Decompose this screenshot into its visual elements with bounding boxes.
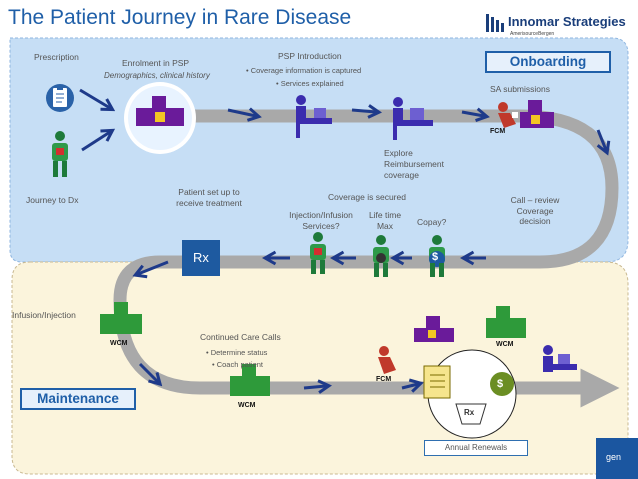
explore-label-line1: Explore	[384, 148, 413, 158]
lifetime-line1: Life time	[368, 210, 402, 220]
maintenance-area	[11, 261, 629, 475]
arrow-infusion-to-wcm	[138, 362, 163, 387]
call-review-line3: decision	[519, 216, 551, 227]
continued-bullet-1-text: Determine status	[210, 348, 268, 357]
psp-intro-label: PSP Introduction	[278, 51, 342, 61]
patient-person-icon	[52, 131, 68, 177]
sa-submissions-label: SA submissions	[490, 84, 550, 94]
injection-services-line1: Injection/Infusion	[289, 210, 353, 220]
sa-desk-icon	[520, 100, 554, 128]
arrow-fcm-to-renew	[401, 378, 424, 393]
onboarding-label: Onboarding	[485, 51, 611, 73]
wcm-desk-icon-renewal	[486, 306, 526, 338]
money-bag-dollar: $	[497, 378, 504, 390]
wcm-badge-infusion: WCM	[110, 340, 128, 347]
psp-intro-bullet-2: • Services explained	[276, 79, 344, 88]
call-review-line2: Coverage	[516, 205, 554, 216]
explore-label-line2: Reimbursement	[384, 159, 444, 169]
continued-bullet-2-text: Coach patient	[216, 360, 264, 369]
fcm-icon-maintenance	[378, 346, 396, 374]
psp-intro-bullet-1: • Coverage information is captured	[246, 66, 362, 75]
arrow-rx-to-enrol	[79, 88, 116, 112]
arrow-explore-to-sa	[461, 107, 490, 122]
wcm-desk-icon-continued	[230, 364, 270, 396]
arrow-sa-to-call	[596, 129, 611, 156]
arrow-wcm-to-fcm	[303, 379, 332, 394]
injection-services-line2: Services?	[302, 220, 340, 231]
wcm-badge-continued: WCM	[238, 402, 256, 409]
prescription-label: Prescription	[34, 52, 79, 62]
fcm-icon-onboarding	[498, 102, 518, 128]
call-review-line1: Call – review	[510, 195, 560, 205]
continued-care-bullet-2: • Coach patient	[212, 360, 264, 369]
person-at-desk-icon-3	[543, 345, 577, 372]
fcm-badge-onboarding: FCM	[490, 128, 506, 135]
continued-care-label: Continued Care Calls	[200, 332, 281, 342]
wcm-badge-renewal: WCM	[496, 341, 514, 348]
arrow-enrol-to-intro	[227, 107, 262, 122]
lifetime-line2: Max	[376, 220, 394, 231]
psp-bullet-1-text: Coverage information is captured	[250, 66, 362, 75]
logo-mark-icon	[486, 14, 504, 32]
maintenance-label: Maintenance	[20, 388, 136, 410]
logo-name: Innomar Strategies	[508, 14, 626, 29]
rx-box: Rx	[182, 240, 220, 276]
continued-care-bullet-1: • Determine status	[206, 348, 268, 357]
corner-band	[596, 438, 638, 479]
corner-text: gen	[606, 452, 622, 462]
journey-dx-label: Journey to Dx	[26, 195, 79, 205]
person-at-desk-icon-2	[393, 97, 433, 140]
arrow-rx-to-infusion	[132, 260, 169, 279]
wcm-desk-icon-infusion	[100, 302, 142, 334]
arrow-intro-to-explore	[351, 104, 383, 119]
call-review-label: Call – review Coverage decision	[500, 195, 570, 227]
clipboard-icon	[46, 84, 74, 112]
page-title: The Patient Journey in Rare Disease	[8, 6, 352, 29]
lifetime-max-label: Life time Max	[362, 210, 408, 231]
patient-setup-line2: receive treatment	[176, 197, 242, 208]
injection-person-icon	[310, 232, 326, 274]
infusion-injection-label: Infusion/Injection	[12, 310, 76, 320]
lifetime-person-icon	[373, 235, 389, 277]
coverage-secured-label: Coverage is secured	[328, 192, 406, 202]
copay-label: Copay?	[417, 217, 447, 227]
enrolment-label: Enrolment in PSP	[122, 58, 190, 68]
patient-setup-line1: Patient set up to	[178, 187, 240, 197]
annual-renewals-box: Annual Renewals	[424, 440, 528, 456]
injection-services-label: Injection/Infusion Services?	[282, 210, 360, 231]
renewal-documents-icon	[423, 349, 517, 439]
logo	[484, 12, 506, 34]
enrolment-sub-label: Demographics, clinical history	[104, 71, 210, 80]
dollar-badge: $	[432, 251, 439, 263]
patient-setup-label: Patient set up to receive treatment	[166, 187, 252, 208]
enrolment-desk-icon	[124, 82, 196, 154]
psp-bullet-2-text: Services explained	[280, 79, 344, 88]
rx-badge-renewal: Rx	[464, 408, 475, 417]
maintenance-desk-icon	[414, 316, 454, 342]
fcm-badge-maintenance: FCM	[376, 376, 392, 383]
arrow-dx-to-enrol	[81, 128, 116, 152]
journey-path	[113, 109, 620, 408]
explore-label-line3: coverage	[384, 170, 419, 180]
copay-person-icon	[429, 235, 445, 277]
logo-subtitle: AmerisourceBergen	[510, 31, 555, 37]
person-at-desk-icon-1	[296, 95, 332, 138]
